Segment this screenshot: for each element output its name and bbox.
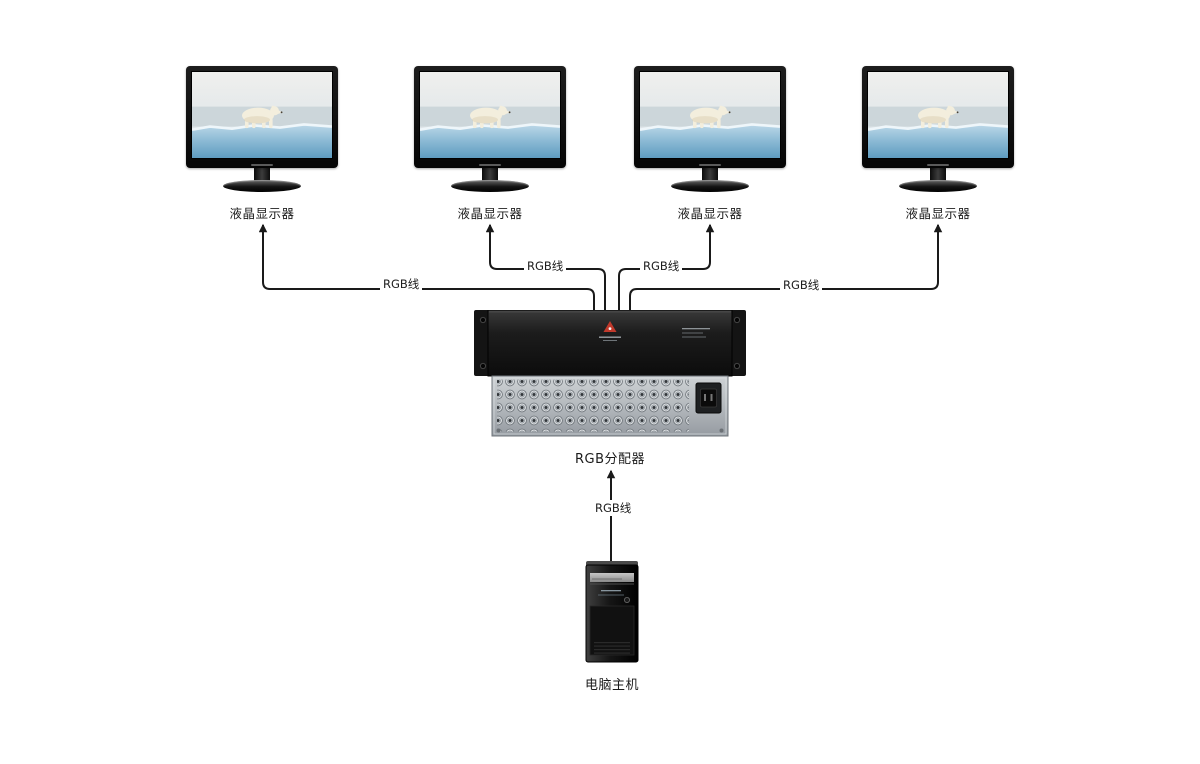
monitor-screen-polar-bear-image: [191, 71, 333, 159]
monitor-stand-neck: [930, 168, 946, 181]
monitor-3-label: 液晶显示器: [677, 206, 743, 221]
computer-label: 电脑主机: [584, 678, 639, 693]
monitor-brand-logo: [479, 164, 501, 166]
monitor-screen-polar-bear-image: [639, 71, 781, 159]
monitor-1-label: 液晶显示器: [229, 206, 295, 221]
monitor-bezel: [634, 66, 786, 168]
monitor-screen-polar-bear-image: [419, 71, 561, 159]
monitor-1: [186, 66, 338, 192]
monitor-stand-neck: [482, 168, 498, 181]
cable-label-outer-right: RGB线: [780, 277, 823, 293]
monitor-stand-base: [899, 180, 977, 192]
optical-drive-bay: [590, 573, 634, 582]
power-button: [624, 597, 631, 604]
front-vents: [594, 642, 630, 654]
brand-logo-icon: [603, 321, 617, 332]
monitor-4: [862, 66, 1014, 192]
monitor-stand-neck: [702, 168, 718, 181]
monitor-2: [414, 66, 566, 192]
cable-label-outer-left: RGB线: [380, 276, 423, 292]
monitor-brand-logo: [927, 164, 949, 166]
monitor-stand-base: [671, 180, 749, 192]
monitor-brand-logo: [251, 164, 273, 166]
power-inlet: [695, 382, 722, 414]
cable-label-pc: RGB线: [592, 500, 635, 516]
monitor-3: [634, 66, 786, 192]
monitor-screen-polar-bear-image: [867, 71, 1009, 159]
bnc-connector-grid: [497, 379, 689, 432]
computer-tower: [576, 558, 648, 666]
front-door: [589, 605, 635, 656]
splitter-connector-panel: [491, 375, 729, 437]
splitter-top-panel: [487, 310, 733, 377]
rgb-splitter-device: [468, 310, 752, 438]
monitor-bezel: [414, 66, 566, 168]
monitor-stand-base: [223, 180, 301, 192]
monitor-2-label: 液晶显示器: [457, 206, 523, 221]
monitor-bezel: [862, 66, 1014, 168]
monitor-4-label: 液晶显示器: [905, 206, 971, 221]
front-badge-text: [601, 590, 621, 592]
monitor-brand-logo: [699, 164, 721, 166]
monitor-stand-neck: [254, 168, 270, 181]
monitor-stand-base: [451, 180, 529, 192]
cable-label-inner-right: RGB线: [640, 258, 683, 274]
cable-label-inner-left: RGB线: [524, 258, 567, 274]
monitor-bezel: [186, 66, 338, 168]
splitter-label: RGB分配器: [574, 452, 646, 467]
